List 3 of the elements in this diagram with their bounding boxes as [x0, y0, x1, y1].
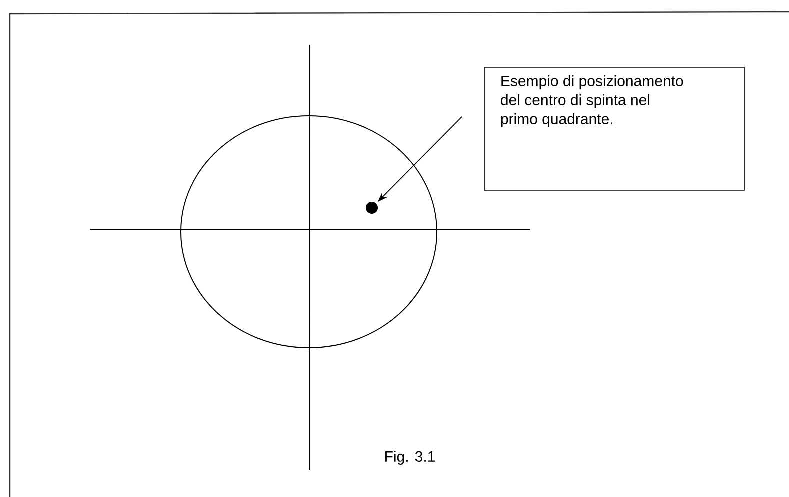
text-box: Esempio di posizionamento del centro di spinta nel primo quadrante.: [484, 67, 745, 191]
point-marker: [366, 202, 378, 214]
figure-caption: Fig. 3.1: [386, 451, 435, 465]
